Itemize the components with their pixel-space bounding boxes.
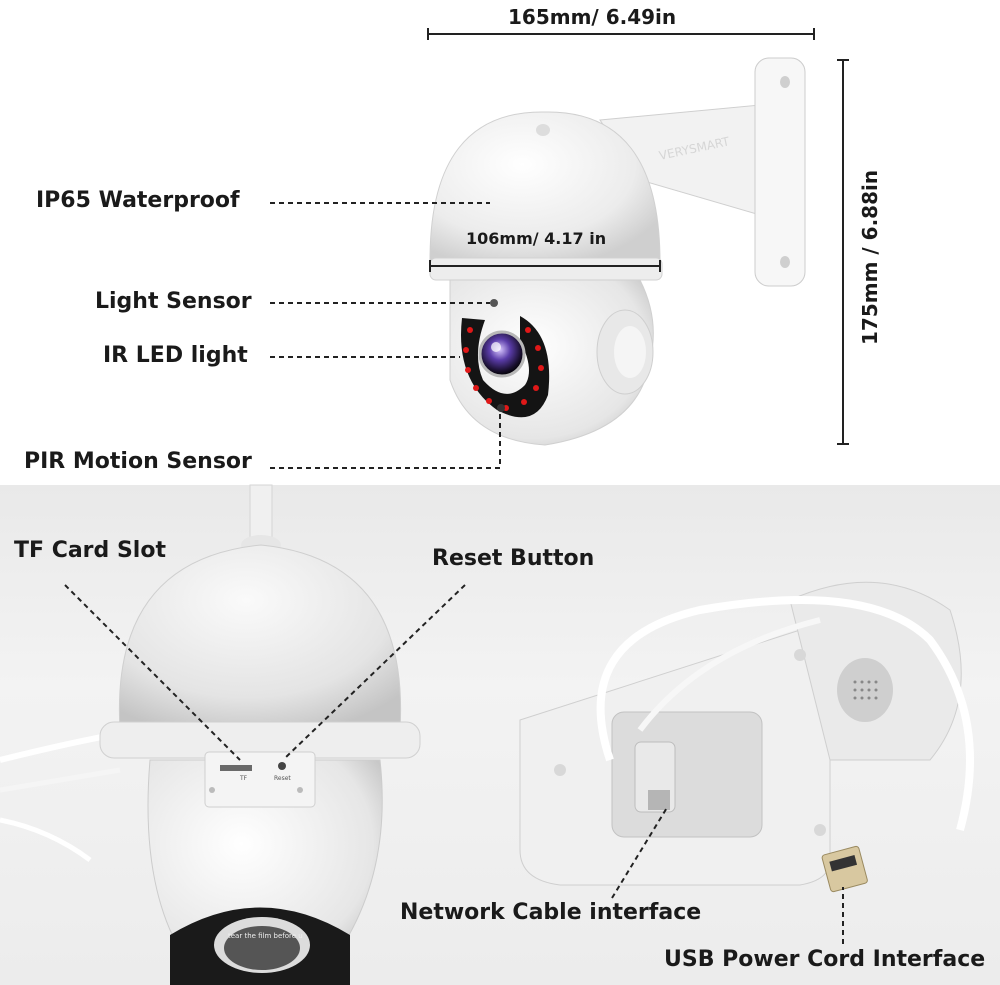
width-dimension-line — [427, 28, 815, 40]
reset-print: Reset — [274, 775, 291, 782]
usb-plug — [821, 845, 868, 893]
ir-led-label: IR LED light — [103, 343, 248, 368]
width-dimension-label: 165mm/ 6.49in — [508, 5, 677, 29]
waterproof-label: IP65 Waterproof — [36, 188, 240, 213]
network-cable-label: Network Cable interface — [400, 900, 702, 925]
callout-lines-top — [270, 202, 501, 469]
tf-slot — [220, 765, 252, 771]
height-dimension-label: 175mm / 6.88in — [858, 169, 882, 345]
pir-motion-label: PIR Motion Sensor — [24, 449, 252, 474]
camera-lens — [478, 330, 526, 378]
light-sensor-dot — [490, 299, 498, 307]
pir-sensor-dot — [497, 404, 505, 412]
dome-rim — [429, 257, 663, 281]
wall-bracket: VERYSMART — [599, 57, 806, 287]
tf-card-label: TF Card Slot — [14, 538, 166, 563]
camera-dome — [429, 111, 661, 263]
bottom-left-camera: TF Reset tear the film before u — [0, 484, 421, 985]
tf-print: TF — [239, 775, 248, 782]
dome-screw — [536, 124, 550, 136]
callout-lines-bottom — [64, 584, 844, 944]
reset-button-label: Reset Button — [432, 546, 595, 571]
reset-hole — [278, 762, 286, 770]
usb-power-label: USB Power Cord Interface — [664, 947, 986, 972]
height-dimension-line — [837, 59, 849, 445]
bottom-right-camera — [519, 581, 974, 893]
ir-led-ring — [461, 316, 550, 418]
dome-dimension-label: 106mm/ 4.17 in — [466, 229, 607, 248]
light-sensor-label: Light Sensor — [95, 289, 252, 314]
film-print: tear the film before u — [228, 932, 303, 940]
dome-dimension-line — [429, 260, 661, 272]
ir-led-dots — [463, 327, 544, 411]
